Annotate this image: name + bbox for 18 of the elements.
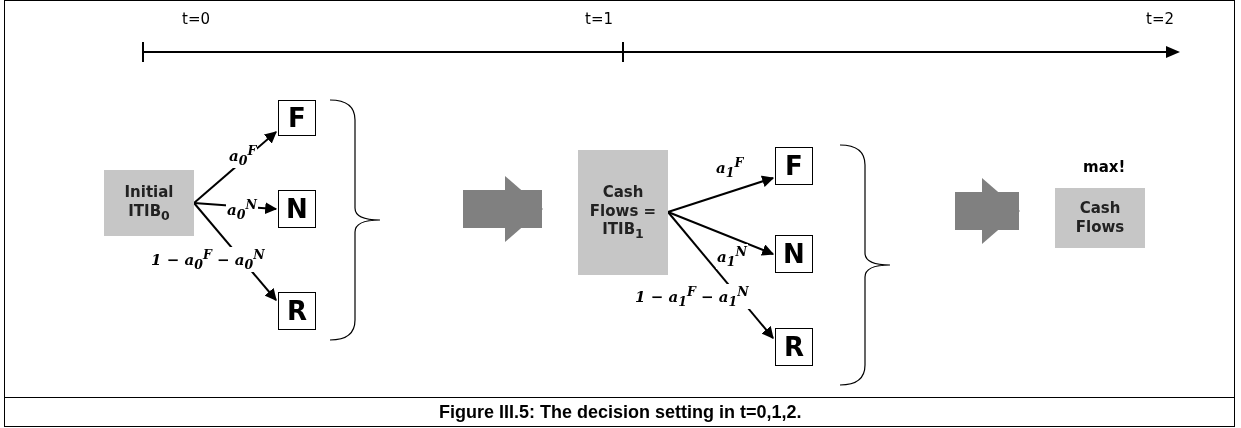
time-label: t=1 — [585, 10, 613, 28]
caption: Figure III.5: The decision setting in t=0,1,2. — [439, 402, 802, 423]
node-caption: max! — [1083, 158, 1126, 176]
letter-box: N — [278, 190, 316, 228]
letter-box: F — [775, 147, 813, 185]
time-label: t=0 — [182, 10, 210, 28]
letter-box: F — [278, 100, 316, 136]
block-arrow — [463, 176, 543, 242]
process-box: Cash Flows = ITIB$_{1}$ — [578, 150, 668, 275]
letter-box: R — [775, 328, 813, 366]
letter-box: R — [278, 292, 316, 330]
process-box: Initial ITIB$_{0}$ — [104, 170, 194, 236]
block-arrow — [955, 178, 1020, 244]
letter-box: N — [775, 235, 813, 273]
arrow — [667, 175, 775, 213]
time-label: t=2 — [1146, 10, 1174, 28]
process-box: Cash Flows — [1055, 188, 1145, 248]
arrow — [667, 211, 775, 256]
